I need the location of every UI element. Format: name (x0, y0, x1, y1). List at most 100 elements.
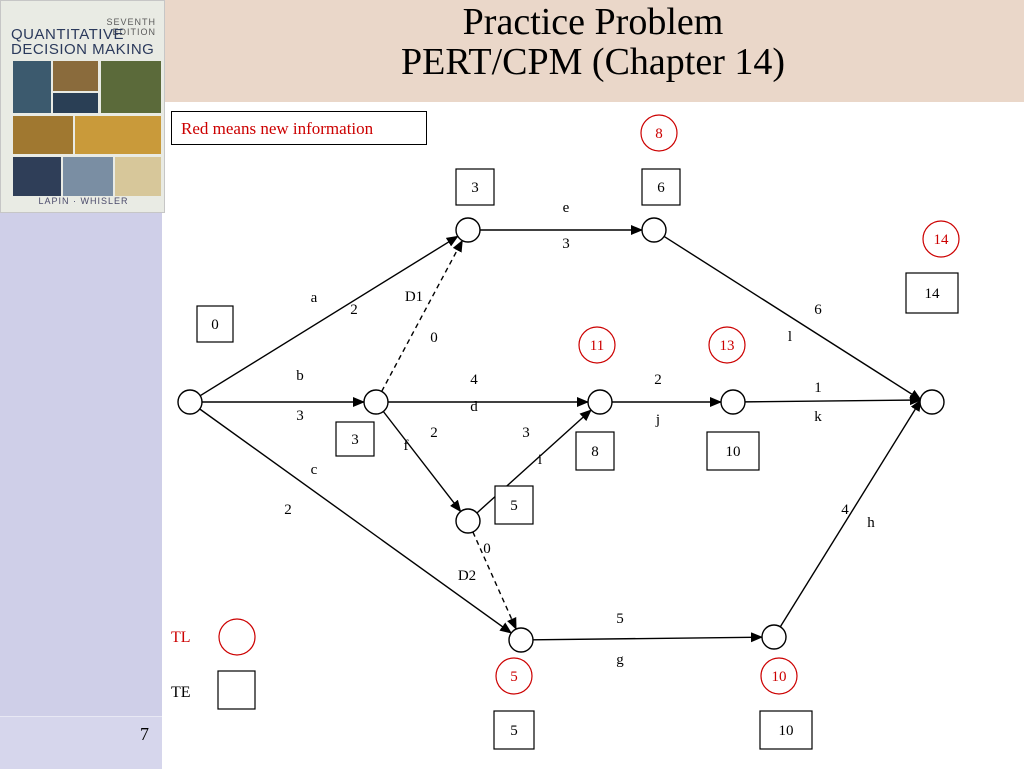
cover-photo-collage (13, 61, 161, 196)
event-node-n3 (641, 217, 667, 243)
left-sidebar-footer (0, 716, 162, 769)
activity-duration-d1: 0 (430, 330, 438, 346)
tl-circle-n7 (708, 326, 746, 364)
activity-arrow-f (382, 411, 462, 513)
activity-name-l: l (788, 329, 792, 345)
activity-arrow-c (199, 408, 513, 634)
event-node-n8 (761, 624, 787, 650)
page-number: 7 (140, 724, 149, 744)
cover-authors: LAPIN · WHISLER (38, 196, 129, 206)
activity-name-d: d (470, 399, 478, 415)
slide-title-line1: Practice Problem (462, 1, 724, 43)
tl-circle-end (922, 220, 960, 258)
te-value-n6: 5 (510, 723, 518, 739)
activity-name-e: e (563, 200, 570, 216)
te-value-n7: 10 (726, 444, 741, 460)
tl-value-n6: 5 (510, 669, 518, 685)
activity-duration-b: 3 (296, 408, 304, 424)
tl-circle-n6 (495, 657, 533, 695)
cover-edition-line2: EDITION (112, 27, 156, 37)
te-box-start (196, 305, 234, 343)
te-value-start: 0 (211, 317, 219, 333)
te-value-n3: 6 (657, 180, 665, 196)
tl-circle-n3 (640, 114, 678, 152)
cover-title-line2: DECISION MAKING (11, 41, 155, 58)
cover-title-line1: QUANTITATIVE (11, 26, 124, 43)
activity-name-c: c (311, 462, 318, 478)
activity-duration-h: 4 (841, 502, 849, 518)
tl-value-n8: 10 (772, 669, 787, 685)
activity-name-d1: D1 (405, 289, 423, 305)
activity-arrow-k (744, 395, 922, 406)
activity-duration-d: 4 (470, 372, 478, 388)
activity-name-k: k (814, 409, 822, 425)
tl-value-n4: 11 (590, 338, 604, 354)
te-value-n5: 5 (510, 498, 518, 514)
activity-name-f: f (404, 438, 409, 454)
cover-edition: SEVENTH EDITION (96, 17, 156, 37)
time-key: TL TE (171, 618, 256, 710)
te-box-n4 (575, 431, 615, 471)
activity-name-h: h (867, 515, 875, 531)
activity-duration-j: 2 (654, 372, 662, 388)
activity-duration-e: 3 (562, 236, 570, 252)
activity-name-i: i (538, 452, 542, 468)
activity-arrows (199, 225, 922, 643)
activity-name-b: b (296, 368, 304, 384)
te-box-n3 (641, 168, 681, 206)
activity-name-j: j (655, 412, 660, 428)
te-box-n5 (494, 485, 534, 525)
te-box-n2 (335, 421, 375, 457)
activity-duration-l: 6 (814, 302, 822, 318)
event-node-n6 (508, 627, 534, 653)
cover-edition-line1: SEVENTH (106, 17, 156, 27)
tl-value-n3: 8 (655, 126, 663, 142)
activity-arrow-i (476, 409, 592, 514)
activity-arrow-l (663, 235, 922, 401)
slide-title-line2: PERT/CPM (Chapter 14) (400, 41, 786, 83)
activity-duration-a: 2 (350, 302, 358, 318)
tl-circle-n8 (760, 657, 798, 695)
event-node-end (919, 389, 945, 415)
te-box-n8 (759, 710, 813, 750)
te-box-n7 (706, 431, 760, 471)
key-te-box (217, 670, 256, 710)
activity-arrow-g (532, 632, 764, 643)
te-box-end (905, 272, 959, 314)
activity-duration-k: 1 (814, 380, 822, 396)
book-cover-image: SEVENTH EDITION QUANTITATIVE DECISION MA… (0, 0, 165, 213)
te-value-n2: 3 (351, 432, 359, 448)
event-node-n7 (720, 389, 746, 415)
activity-duration-d2: 0 (483, 541, 491, 557)
tl-value-end: 14 (934, 232, 950, 248)
event-node-n2 (363, 389, 389, 415)
te-value-end: 14 (925, 286, 941, 302)
tl-value-n7: 13 (720, 338, 735, 354)
activity-duration-f: 2 (430, 425, 438, 441)
activity-name-a: a (311, 290, 318, 306)
activity-arrow-d2 (472, 531, 517, 630)
te-value-n8: 10 (779, 723, 794, 739)
activity-duration-c: 2 (284, 502, 292, 518)
activity-duration-g: 5 (616, 611, 624, 627)
activity-arrow-a (199, 235, 459, 397)
slide-title: Practice Problem PERT/CPM (Chapter 14) (162, 2, 1024, 82)
event-node-n4 (587, 389, 613, 415)
title-band (162, 0, 1024, 102)
activity-arrow-h (779, 399, 922, 628)
event-node-start (177, 389, 203, 415)
te-box-n1 (455, 168, 495, 206)
event-nodes (177, 217, 945, 653)
activity-duration-i: 3 (522, 425, 530, 441)
activity-name-d2: D2 (458, 568, 476, 584)
key-te-label: TE (171, 684, 191, 701)
key-tl-label: TL (171, 629, 191, 646)
te-value-n1: 3 (471, 180, 479, 196)
cover-title: QUANTITATIVE DECISION MAKING (11, 27, 161, 57)
activity-arrow-d1 (381, 239, 463, 392)
legend-note: Red means new information (171, 111, 427, 145)
te-box-n6 (493, 710, 535, 750)
